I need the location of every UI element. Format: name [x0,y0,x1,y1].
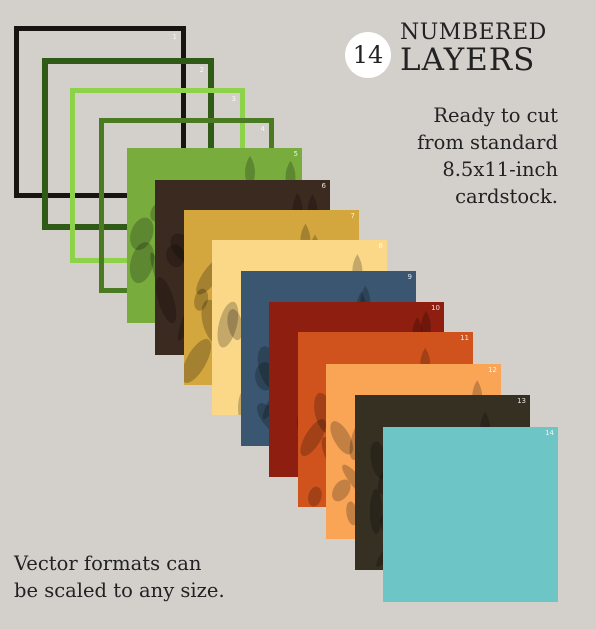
layer-number-label: 2 [199,66,204,74]
layer-number-label: 7 [350,212,355,220]
layer-count-badge: 14 [345,32,391,78]
layer-14: 14 [383,427,558,602]
layer-number-label: 13 [517,397,526,405]
description: Ready to cut from standard 8.5x11-inch c… [417,103,558,211]
layer-number-label: 14 [545,429,554,437]
heading-line-1: NUMBERED [400,20,547,45]
layer-number-label: 10 [431,304,440,312]
layer-number-label: 11 [460,334,469,342]
layer-number-label: 8 [378,242,383,250]
heading: NUMBERED LAYERS [400,22,547,76]
layer-number-label: 5 [293,150,298,158]
description-line: from standard [417,130,558,154]
layer-count-number: 14 [352,41,384,69]
description-line: 8.5x11-inch [442,157,558,181]
layer-number-label: 1 [172,33,177,41]
layer-number-label: 3 [231,95,236,103]
layer-number-label: 9 [407,273,412,281]
footnote: Vector formats can be scaled to any size… [14,551,225,605]
layer-number-label: 12 [488,366,497,374]
layer-number-label: 6 [321,182,326,190]
footnote-line: Vector formats can [14,552,202,575]
footnote-line: be scaled to any size. [14,578,225,602]
layer-number-label: 4 [260,125,265,133]
description-line: cardstock. [455,184,558,208]
heading-line-2: LAYERS [400,42,536,78]
description-line: Ready to cut [433,104,558,127]
